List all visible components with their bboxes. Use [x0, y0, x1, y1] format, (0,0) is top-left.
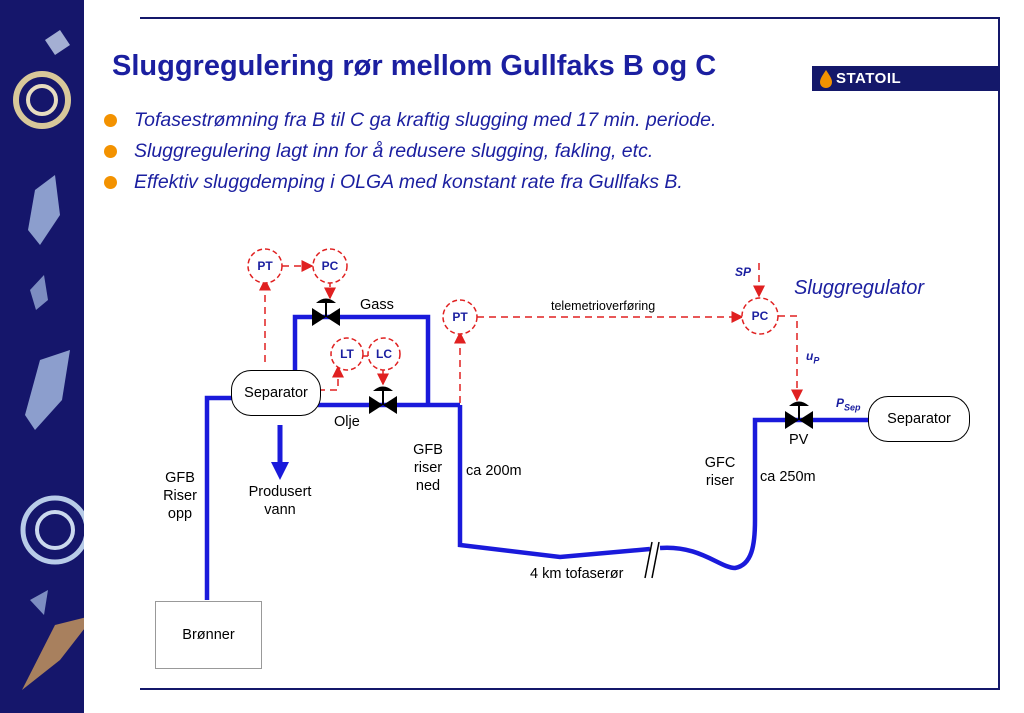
fossil-illustrations: [13, 30, 84, 690]
sp-label: SP: [735, 265, 752, 279]
pt1-label: PT: [257, 259, 273, 273]
lc-circle: [367, 337, 401, 371]
pt1-circle: [247, 248, 283, 284]
logo-text: STATOIL: [836, 70, 902, 87]
bullet-text: Effektiv sluggdemping i OLGA med konstan…: [134, 171, 683, 193]
sluggregulator-heading: Sluggregulator: [794, 277, 925, 299]
bullet-dot: [104, 114, 117, 127]
bullet-dot: [104, 176, 117, 189]
statoil-logo: STATOIL: [812, 66, 998, 91]
bottom-rule: [140, 688, 1000, 690]
pc1-label: PC: [321, 259, 339, 273]
flame-icon: [820, 70, 832, 88]
pipeline-tail-pipe: [659, 417, 870, 571]
oil-valve: [369, 386, 397, 414]
lc-label: LC: [376, 347, 392, 361]
pipeline-label: 4 km tofaserør: [530, 566, 624, 582]
slide-title: Sluggregulering rør mellom Gullfaks B og…: [112, 50, 717, 82]
lt-label: LT: [340, 347, 354, 361]
length-200-label: ca 200m: [466, 463, 522, 479]
gfb-riser-up-pipe: [204, 395, 232, 600]
gfb-riser-down-pipe: [457, 405, 651, 560]
pv-label: PV: [789, 432, 809, 448]
lt-circle: [330, 337, 364, 371]
bullet-text: Tofasestrømning fra B til C ga kraftig s…: [134, 109, 717, 131]
wells-box: Brønner: [155, 601, 262, 669]
bullet-item: Effektiv sluggdemping i OLGA med konstan…: [104, 170, 716, 201]
gas-label: Gass: [360, 297, 394, 313]
oil-label: Olje: [334, 414, 360, 430]
produced-water-arrowhead: [271, 462, 289, 480]
pipes: [204, 314, 870, 600]
pc2-label: PC: [751, 309, 769, 323]
gas-valve: [312, 298, 340, 326]
psep-label: PSep: [836, 396, 861, 413]
gas-line-pipe: [292, 314, 431, 405]
bullet-item: Tofasestrømning fra B til C ga kraftig s…: [104, 108, 716, 139]
signal-lines: [259, 260, 803, 403]
bullet-list: Tofasestrømning fra B til C ga kraftig s…: [104, 108, 716, 201]
pc2-circle: [741, 297, 779, 335]
separator-c: Separator: [868, 396, 970, 442]
telemetry-label: telemetrioverføring: [551, 299, 656, 313]
instrument-circles: [247, 248, 779, 371]
up-label: uP: [806, 349, 820, 366]
bullet-item: Sluggregulering lagt inn for å redusere …: [104, 139, 716, 170]
pt2-label: PT: [452, 310, 468, 324]
decorative-sidebar: [0, 0, 84, 713]
pv-valve: [785, 401, 813, 429]
separator-b: Separator: [231, 370, 321, 416]
pc1-circle: [312, 248, 348, 284]
length-250-label: ca 250m: [760, 469, 816, 485]
pt2-circle: [442, 299, 478, 335]
top-rule: [140, 17, 1000, 19]
right-rule: [998, 17, 1000, 690]
pipeline-break-marks: [644, 541, 660, 579]
bullet-dot: [104, 145, 117, 158]
bullet-text: Sluggregulering lagt inn for å redusere …: [134, 140, 654, 162]
